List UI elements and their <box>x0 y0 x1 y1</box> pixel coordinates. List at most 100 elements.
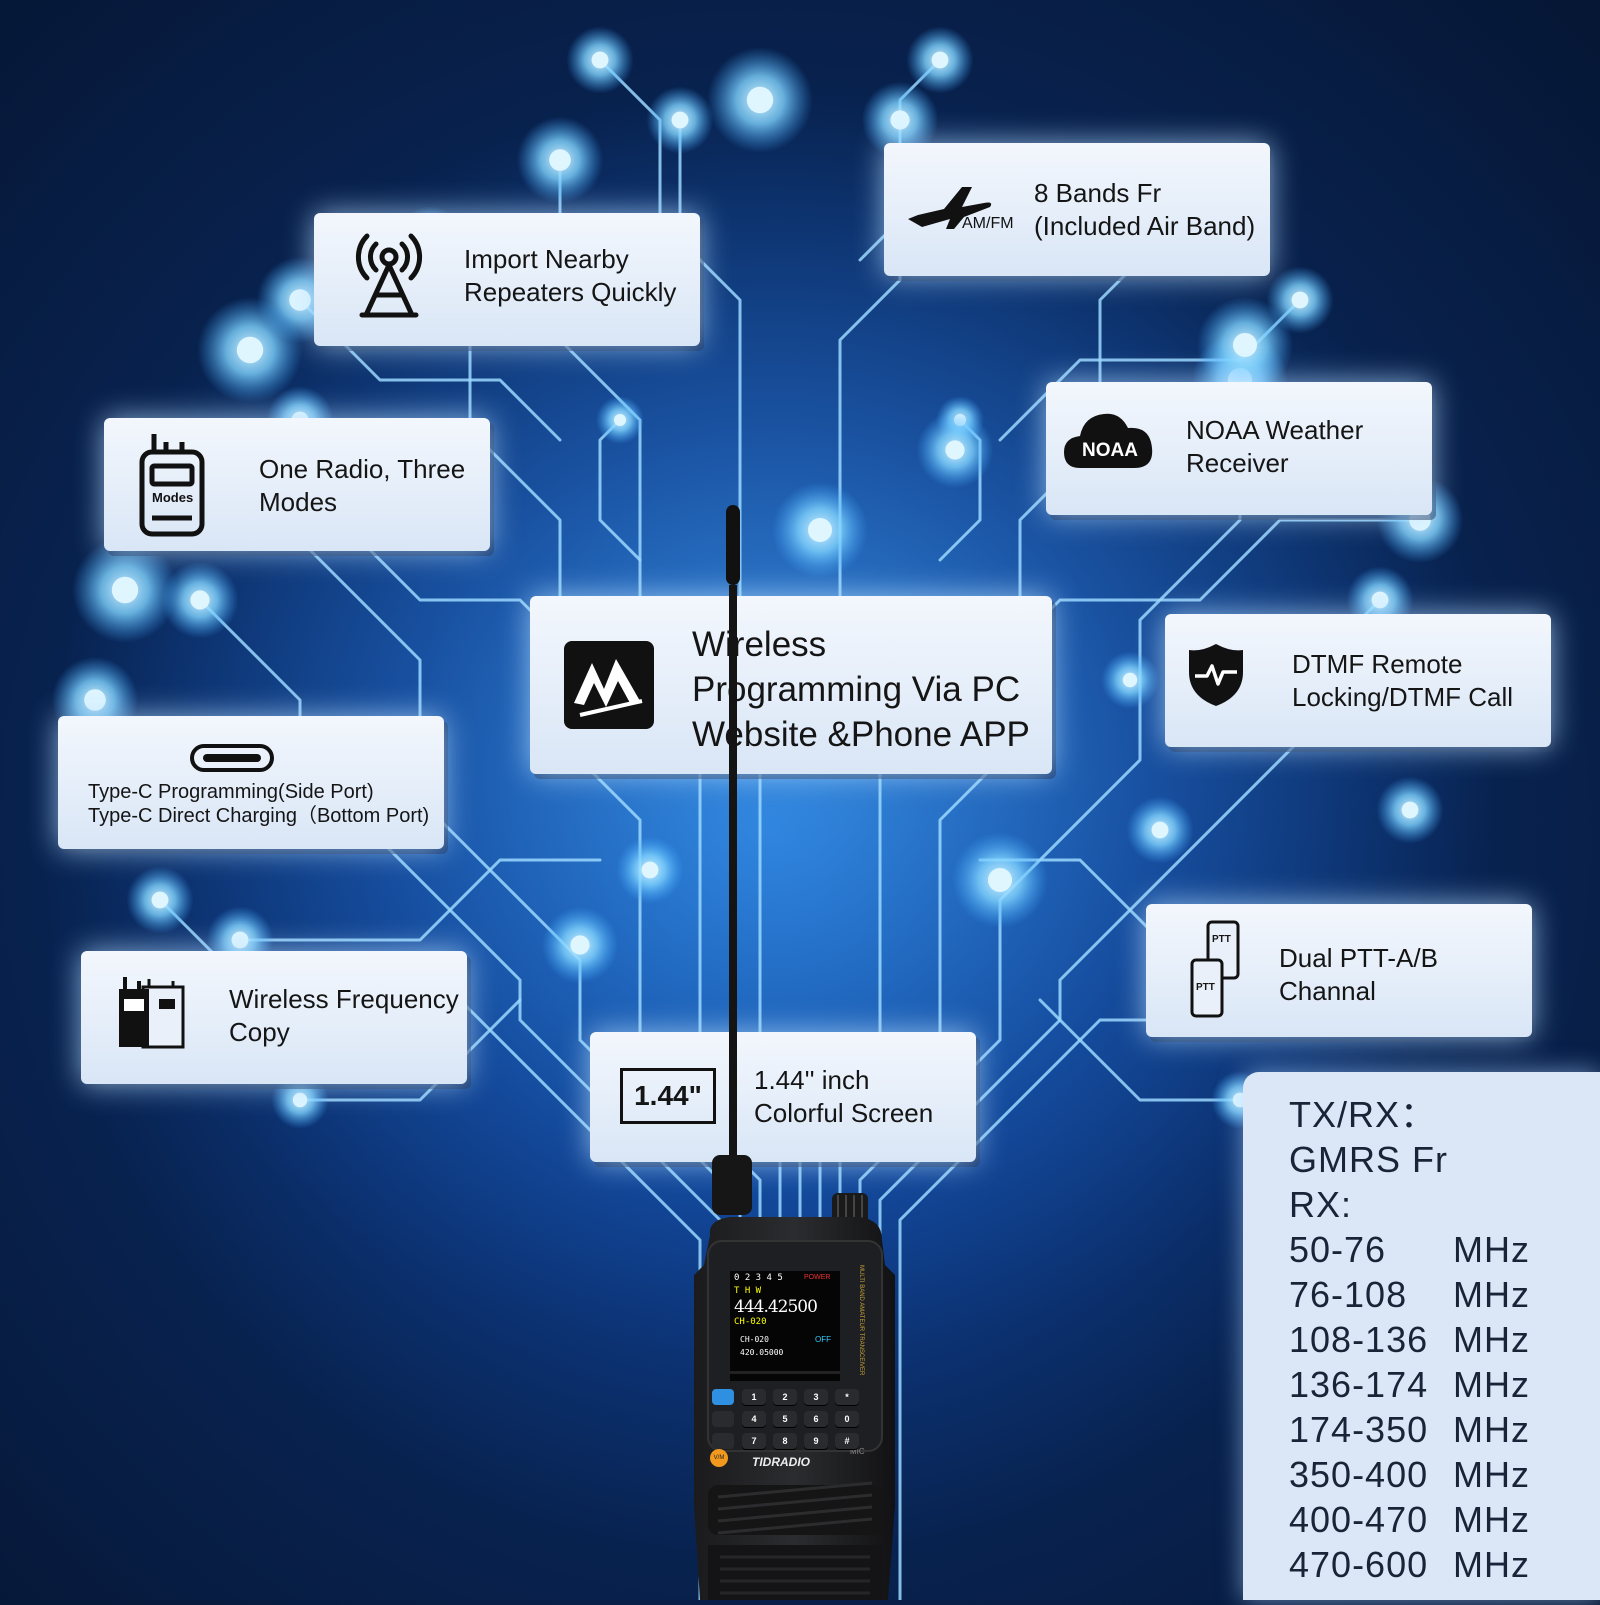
circuit-node <box>292 1092 308 1108</box>
circuit-node <box>746 86 774 114</box>
spec-range: 136-174 <box>1289 1364 1429 1405</box>
radio-key-9[interactable]: 9 <box>804 1433 828 1449</box>
feature-card-ptt: PTT PTT Dual PTT-A/B Channal <box>1146 904 1532 1037</box>
two-radios-icon <box>119 977 185 1049</box>
freq-copy-label: Wireless Frequency Copy <box>229 984 459 1047</box>
spec-unit: MHz <box>1453 1364 1530 1405</box>
radio-key-3[interactable]: 3 <box>804 1389 828 1405</box>
feature-card-noaa: NOAA NOAA Weather Receiver <box>1046 382 1432 515</box>
circuit-node <box>931 51 949 69</box>
repeaters-label: Import Nearby Repeaters Quickly <box>464 244 677 307</box>
circuit-node <box>190 590 210 610</box>
spec-range: 400-470 <box>1289 1499 1429 1540</box>
radio-screen-off: OFF <box>815 1335 831 1344</box>
bands-label: 8 Bands Fr (Included Air Band) <box>1034 178 1256 241</box>
radio-key-7[interactable]: 7 <box>742 1433 766 1449</box>
spec-row: 400-470 MHz <box>1289 1497 1600 1542</box>
spec-row: 470-600 MHz <box>1289 1542 1600 1587</box>
circuit-node <box>549 149 571 171</box>
spec-row: 76-108 MHz <box>1289 1272 1600 1317</box>
spec-unit: MHz <box>1453 1409 1530 1450</box>
spec-row: 108-136 MHz <box>1289 1317 1600 1362</box>
circuit-trace <box>238 858 602 942</box>
noaa-cloud-icon <box>1064 413 1153 468</box>
spec-unit: MHz <box>1453 1544 1530 1585</box>
vm-button[interactable]: V/M <box>710 1449 728 1467</box>
circuit-node <box>1371 591 1389 609</box>
nav-down-button[interactable] <box>712 1433 734 1449</box>
screen-label: 1.44'' inch Colorful Screen <box>754 1065 934 1128</box>
ptt-bottom-label: PTT <box>1196 982 1215 993</box>
feature-card-freq-copy: Wireless Frequency Copy <box>81 951 467 1084</box>
ptt-top-label: PTT <box>1212 934 1231 945</box>
circuit-node <box>591 51 609 69</box>
screen-size-badge: 1.44" <box>620 1068 716 1124</box>
radio-key-0[interactable]: 0 <box>835 1411 859 1427</box>
radio-body <box>694 505 895 1600</box>
radio-key-2[interactable]: 2 <box>773 1389 797 1405</box>
spec-row: 350-400 MHz <box>1289 1452 1600 1497</box>
screen-size-badge-text: 1.44" <box>634 1080 702 1111</box>
radio-key-star[interactable]: * <box>835 1389 859 1405</box>
modes-label: One Radio, Three Modes <box>259 454 466 517</box>
specs-txrx-label: TX/RX： <box>1289 1094 1438 1135</box>
circuit-node <box>84 689 106 711</box>
spec-range: 50-76 <box>1289 1229 1387 1270</box>
radio-key-hash[interactable]: # <box>835 1433 859 1449</box>
radio-key-6[interactable]: 6 <box>804 1411 828 1427</box>
amfm-label: AM/FM <box>962 215 1014 232</box>
spec-range: 470-600 <box>1289 1544 1429 1585</box>
feature-card-screen: 1.44" 1.44'' inch Colorful Screen <box>590 1032 976 1162</box>
radio-screen-ch-sub: CH-020 <box>740 1335 769 1344</box>
feature-card-dtmf: DTMF Remote Locking/DTMF Call <box>1165 614 1551 747</box>
ptt-label: Dual PTT-A/B Channal <box>1279 943 1438 1006</box>
circuit-trace <box>298 998 522 1102</box>
feature-card-bands: AM/FM 8 Bands Fr (Included Air Band) <box>884 143 1270 276</box>
radio-key-8[interactable]: 8 <box>773 1433 797 1449</box>
radio-screen-freq-sub: 420.05000 <box>740 1348 784 1357</box>
radio-key-5[interactable]: 5 <box>773 1411 797 1427</box>
specs-rx-label: RX: <box>1289 1184 1353 1225</box>
radio-mic-label: MIC <box>850 1447 865 1456</box>
dual-ptt-icon <box>1190 920 1240 1018</box>
circuit-node <box>570 935 590 955</box>
circuit-node <box>614 414 626 426</box>
circuit-node <box>641 861 659 879</box>
dtmf-label: DTMF Remote Locking/DTMF Call <box>1292 649 1514 712</box>
app-logo-icon <box>564 641 654 729</box>
wireless-programming-label: Wireless Programming Via PC Website &Pho… <box>692 625 1030 754</box>
spec-unit: MHz <box>1453 1229 1530 1270</box>
spec-unit: MHz <box>1453 1499 1530 1540</box>
radio-key-1[interactable]: 1 <box>742 1389 766 1405</box>
shield-icon <box>1189 644 1243 706</box>
nav-up-button[interactable] <box>712 1411 734 1427</box>
menu-button[interactable] <box>712 1389 734 1405</box>
radio-key-4[interactable]: 4 <box>742 1411 766 1427</box>
radio-screen-flags: T H W <box>734 1286 762 1296</box>
circuit-node <box>111 576 139 604</box>
circuit-node <box>236 336 264 364</box>
circuit-node <box>1151 821 1169 839</box>
spec-unit: MHz <box>1453 1274 1530 1315</box>
feature-card-wireless-programming: Wireless Programming Via PC Website &Pho… <box>530 596 1052 774</box>
spec-unit: MHz <box>1453 1454 1530 1495</box>
circuit-node <box>1401 801 1419 819</box>
spec-range: 108-136 <box>1289 1319 1429 1360</box>
radio-device: 0 2 3 4 5 POWER T H W 444.42500 CH-020 C… <box>690 505 900 1600</box>
spec-unit: MHz <box>1453 1319 1530 1360</box>
spec-range: 350-400 <box>1289 1454 1429 1495</box>
spec-range: 76-108 <box>1289 1274 1408 1315</box>
radio-brand: TIDRADIO <box>752 1455 810 1469</box>
noaa-label: NOAA Weather Receiver <box>1186 415 1364 478</box>
radio-modes-icon <box>139 434 205 537</box>
noaa-icon-label: NOAA <box>1082 440 1138 461</box>
circuit-node <box>1122 672 1138 688</box>
radio-side-label: MULTI BAND AMATEUR TRANSCEIVER <box>858 1265 864 1376</box>
specs-gmrs: GMRS Fr <box>1289 1139 1448 1180</box>
circuit-node <box>231 931 249 949</box>
circuit-node <box>945 440 965 460</box>
feature-card-modes: Modes One Radio, Three Modes <box>104 418 490 551</box>
radio-screen-freq-main: 444.42500 <box>734 1297 818 1317</box>
